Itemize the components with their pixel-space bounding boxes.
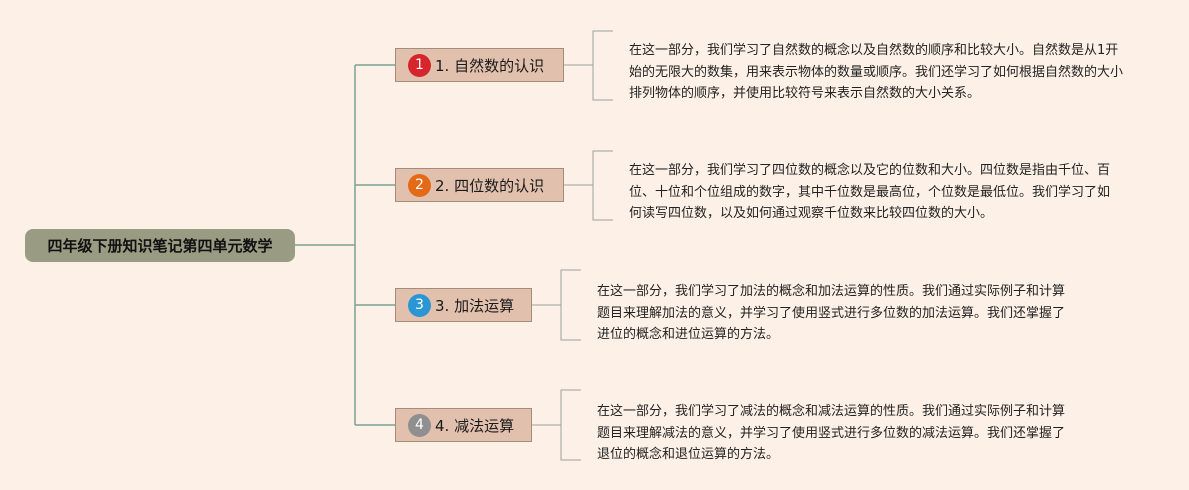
topic-description-1: 在这一部分，我们学习了自然数的概念以及自然数的顺序和比较大小。自然数是从1开始的… (629, 43, 1124, 101)
topic-label-2: 2. 四位数的认识 (435, 176, 545, 195)
topic-description-3: 在这一部分，我们学习了加法的概念和加法运算的性质。我们通过实际例子和计算题目来理… (597, 284, 1066, 342)
number-badge-3: 3 (408, 293, 431, 317)
number-badge-2: 2 (408, 173, 431, 197)
root-title: 四年级下册知识笔记第四单元数学 (47, 237, 273, 255)
detail-bracket-3 (560, 269, 581, 341)
detail-bracket-2 (592, 150, 613, 221)
topic-description-2: 在这一部分，我们学习了四位数的概念以及它的位数和大小。四位数是指由千位、百位、十… (629, 163, 1111, 221)
topic-node-4[interactable]: 4 4. 减法运算 (395, 408, 532, 442)
topic-node-3[interactable]: 3 3. 加法运算 (395, 288, 532, 322)
detail-bracket-4 (560, 389, 581, 461)
topic-label-4: 4. 减法运算 (435, 416, 515, 435)
number-badge-1: 1 (408, 53, 431, 77)
number-badge-4: 4 (408, 413, 431, 437)
detail-bracket-1 (592, 30, 613, 101)
topic-description-4: 在这一部分，我们学习了减法的概念和减法运算的性质。我们通过实际例子和计算题目来理… (597, 404, 1066, 462)
topic-node-1[interactable]: 1 1. 自然数的认识 (395, 48, 564, 82)
topic-label-3: 3. 加法运算 (435, 296, 515, 315)
topic-node-2[interactable]: 2 2. 四位数的认识 (395, 168, 564, 202)
topic-label-1: 1. 自然数的认识 (435, 56, 545, 75)
root-node[interactable]: 四年级下册知识笔记第四单元数学 (25, 229, 295, 262)
